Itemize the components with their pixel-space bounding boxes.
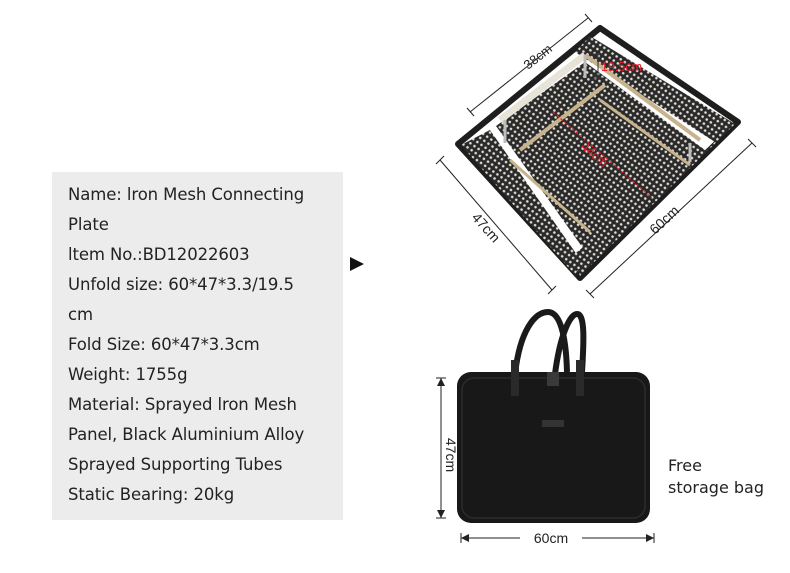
storage-bag-image <box>436 308 655 548</box>
spec-weight: Weight: 1755g <box>68 365 188 384</box>
spec-name-cont: Plate <box>68 215 109 234</box>
bag-caption-line-2: storage bag <box>668 478 764 497</box>
bag-dim-height-label: 47cm <box>443 438 459 472</box>
spec-name: Name: lron Mesh Connecting <box>68 185 305 204</box>
spec-panel: Name: lron Mesh Connecting Plate ltem No… <box>52 172 343 520</box>
spec-material-cont: Panel, Black Aluminium Alloy <box>68 425 305 444</box>
spec-unfold-size: Unfold size: 60*47*3.3/19.5 <box>68 275 294 294</box>
spec-item-no: ltem No.:BD12022603 <box>68 245 250 264</box>
play-arrow-icon <box>350 257 364 271</box>
spec-material-cont-2: Sprayed Supporting Tubes <box>68 455 283 474</box>
bag-caption-line-1: Free <box>668 456 702 475</box>
spec-fold-size: Fold Size: 60*47*3.3cm <box>68 335 260 354</box>
spec-material: Material: Sprayed lron Mesh <box>68 395 297 414</box>
spec-unfold-size-cont: cm <box>68 305 93 324</box>
mesh-plate-image <box>435 13 757 299</box>
bag-dim-width-label: 60cm <box>534 530 568 546</box>
dim-height-label: 19.5cm <box>601 60 642 74</box>
spec-static-bearing: Static Bearing: 20kg <box>68 485 235 504</box>
